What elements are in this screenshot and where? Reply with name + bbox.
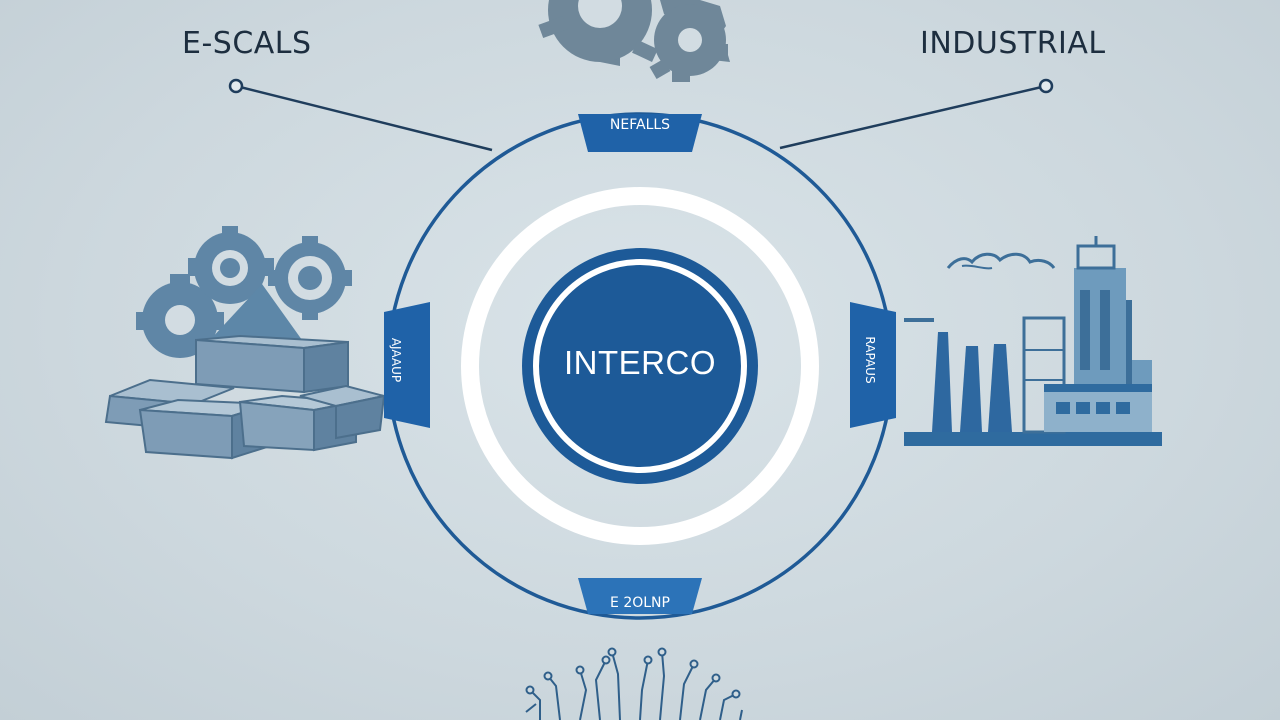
gear-cluster-icon bbox=[538, 0, 730, 82]
ring-tab-right bbox=[850, 302, 896, 428]
circuit-traces-icon bbox=[525, 651, 743, 720]
ring-tab-left bbox=[384, 302, 430, 428]
ring-tab-top bbox=[578, 114, 702, 152]
white-ring bbox=[461, 187, 819, 545]
right-label: INDUSTRIAL bbox=[920, 26, 1106, 61]
ring-tab-right-label: RAPAUS bbox=[863, 336, 877, 384]
metal-ingots-icon bbox=[104, 226, 386, 460]
ring-tab-bottom-label: E 2OLNP bbox=[610, 595, 670, 611]
ring-tab-bottom bbox=[578, 578, 702, 614]
connector-left bbox=[228, 78, 493, 152]
ring-tab-top-label: NEFALLS bbox=[609, 117, 671, 133]
center-inner-ring bbox=[533, 259, 747, 473]
center-disc bbox=[522, 248, 758, 484]
left-label: E-SCALS bbox=[182, 26, 312, 61]
factory-icon bbox=[904, 236, 1162, 446]
connector-right bbox=[779, 78, 1054, 150]
ring-tab-left-label: AJAAUP bbox=[389, 337, 403, 383]
center-label: INTERCO bbox=[564, 344, 716, 381]
